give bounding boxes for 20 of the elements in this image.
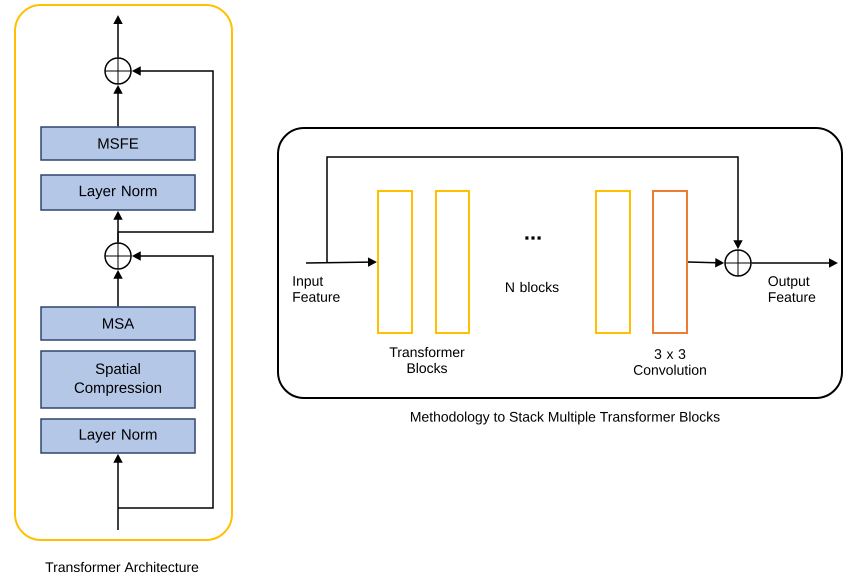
sum-circle (104, 57, 132, 85)
sum-circle (104, 242, 132, 270)
block (435, 190, 470, 334)
block (595, 190, 631, 334)
feature-label: Input Feature (293, 276, 340, 302)
text-label: Transformer Blocks (390, 346, 464, 374)
dots: ... (525, 236, 541, 240)
text-label: N blocks (506, 282, 559, 292)
feature-label: Output Feature (768, 276, 816, 302)
panel-heading: Methodology to Stack Multiple Transformer Blocks (410, 412, 720, 424)
layer-box: Layer Norm (40, 418, 196, 454)
block-label: 3 x 3 Convolution (634, 349, 706, 375)
layer-box: MSFE (40, 126, 196, 161)
layer-box: Spatial Compression (40, 350, 196, 409)
layer-box: MSA (40, 306, 196, 341)
layer-box: Layer Norm (40, 174, 196, 211)
arrow (326, 156, 743, 263)
sum-circle (724, 249, 752, 277)
panel-heading: Transformer Architecture (45, 562, 198, 572)
block (377, 190, 413, 334)
